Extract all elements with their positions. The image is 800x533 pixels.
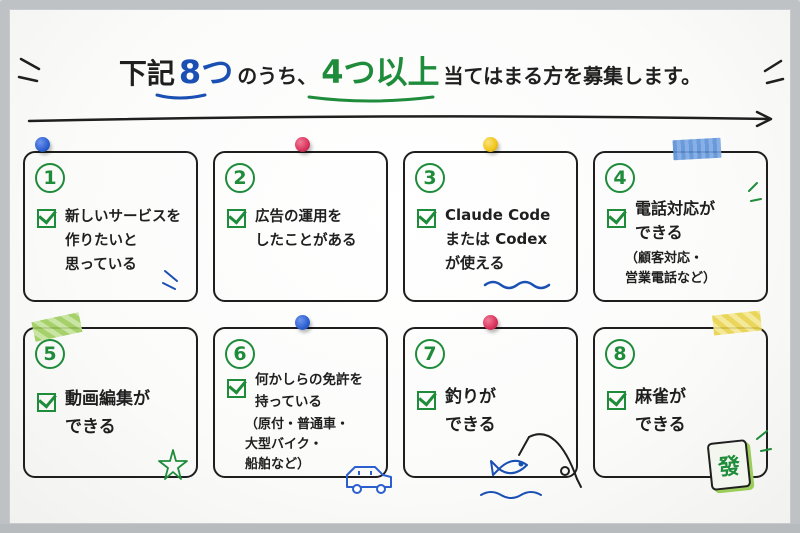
card-text: Claude Code または Codex が使える: [445, 206, 551, 272]
headline-count: 8つ: [178, 53, 234, 91]
card-number: 4: [605, 163, 635, 193]
red-pin-icon: [295, 137, 310, 152]
headline: 下記 8つ のうち、 4つ以上 当てはまる方を募集します。: [45, 47, 775, 111]
doodles: [158, 182, 772, 499]
headline-part1: 下記: [118, 57, 175, 90]
card-text: 麻雀が できる: [635, 387, 686, 435]
card-number: 2: [225, 163, 255, 193]
blue-pin-icon: [295, 315, 310, 330]
card-note: （顧客対応・ 営業電話など）: [625, 251, 717, 286]
checkbox-icon: [607, 391, 626, 410]
card-5: 5 動画編集が できる: [23, 327, 198, 478]
blue-pin-icon: [35, 137, 50, 152]
whiteboard: 下記 8つ のうち、 4つ以上 当てはまる方を募集します。 1 新しいサービスを…: [9, 9, 791, 524]
card-text: 新しいサービスを 作りたいと 思っている: [65, 209, 181, 273]
sparkle-icon: [756, 430, 772, 452]
headline-decorations: [17, 57, 785, 128]
card-3: 3 Claude Code または Codex が使える: [403, 151, 578, 302]
card-2: 2 広告の運用を したことがある: [213, 151, 388, 302]
card-text: 動画編集が できる: [65, 389, 150, 437]
checkbox-icon: [417, 209, 436, 228]
card-6: 6 何かしらの免許を 持っている （原付・普通車・ 大型バイク・ 船舶など）: [213, 327, 388, 478]
sparkle-icon: [162, 270, 178, 290]
headline-part3: 当てはまる方を募集します。: [443, 64, 702, 88]
checkbox-icon: [607, 209, 626, 228]
card-number: 3: [415, 163, 445, 193]
tile-glyph: 發: [716, 453, 742, 482]
card-8: 8 麻雀が できる: [593, 327, 768, 478]
water-wave-icon: [480, 491, 542, 499]
card-number: 5: [35, 339, 65, 369]
sparkle-icon: [748, 182, 762, 202]
card-text: 何かしらの免許を 持っている: [255, 372, 363, 410]
card-number: 1: [35, 163, 65, 193]
card-text: 広告の運用を したことがある: [255, 209, 357, 249]
star-icon: [158, 449, 188, 480]
yellow-pin-icon: [483, 137, 498, 152]
fishing-rod-icon: [518, 433, 582, 488]
card-number: 6: [225, 339, 255, 369]
fish-icon: [490, 459, 528, 476]
checkbox-icon: [37, 393, 56, 412]
checkbox-icon: [417, 391, 436, 410]
red-pin-icon: [483, 315, 498, 330]
card-text: 電話対応が できる: [635, 199, 716, 242]
mahjong-tile-icon: 發: [706, 439, 752, 491]
headline-threshold: 4つ以上: [321, 53, 440, 91]
checkbox-icon: [227, 379, 246, 398]
checkbox-icon: [37, 209, 56, 228]
wave-underline-icon: [483, 280, 551, 290]
whiteboard-tray: [0, 524, 800, 533]
card-1: 1 新しいサービスを 作りたいと 思っている: [23, 151, 198, 302]
card-number: 8: [605, 339, 635, 369]
card-7: 7 釣りが できる: [403, 327, 578, 478]
car-icon: [346, 466, 392, 494]
card-number: 7: [415, 339, 445, 369]
card-note: （原付・普通車・ 大型バイク・ 船舶など）: [245, 417, 350, 472]
headline-part2: のうち、: [237, 64, 318, 88]
checkbox-icon: [227, 209, 246, 228]
card-text: 釣りが できる: [445, 387, 496, 435]
